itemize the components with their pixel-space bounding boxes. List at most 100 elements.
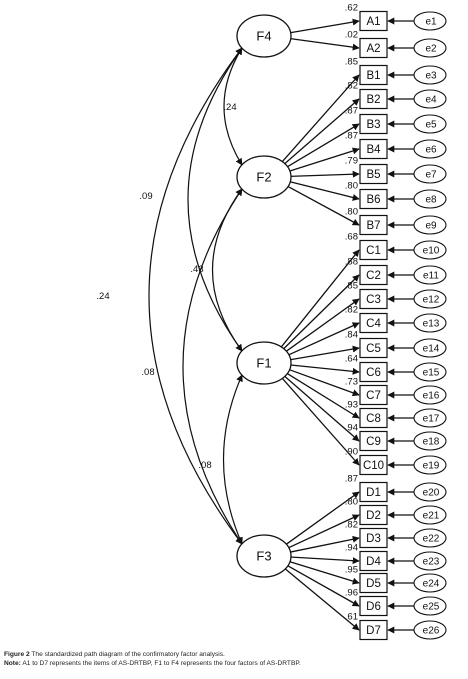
caption-note-line: Note: A1 to D7 represents the items of A… [4,660,464,669]
error-ellipse-e18 [413,431,447,451]
loading-arrow-c7 [288,368,360,397]
error-label-e22: e22 [423,534,440,545]
loading-arrow-a2 [289,37,360,51]
loading-arrow-b1 [281,74,360,163]
item-label-d6: D6 [366,601,381,613]
factor-ellipse-f3 [236,534,292,578]
item-box-c4 [359,312,388,334]
error-label-e17: e17 [423,414,440,425]
item-label-b2: B2 [366,94,380,106]
correlation-arc-f4-f2 [223,47,243,166]
item-label-c2: C2 [366,270,381,282]
factor-ellipse-f4 [236,14,292,58]
error-label-e19: e19 [423,461,440,472]
loading-value-c1: .68 [345,232,358,243]
error-ellipse-e2 [413,38,447,58]
error-ellipse-e5 [413,114,447,134]
error-ellipse-e24 [413,573,447,593]
observed-items: A1A2B1B2B3B4B5B6B7C1C2C3C4C5C6C7C8C9C10D… [359,10,388,641]
factor-label-f3: F3 [256,549,271,564]
error-ellipse-e7 [413,164,447,184]
error-ellipse-e9 [413,215,447,235]
item-label-b5: B5 [366,169,380,181]
correlation-arcs: .24.43.08.09.08.24 [96,47,243,545]
error-label-e24: e24 [423,579,440,590]
error-ellipse-e11 [413,265,447,285]
loading-arrow-b4 [288,147,360,173]
loading-value-d1: .87 [345,474,358,485]
correlation-arc-f4-f1 [187,47,243,352]
error-ellipse-e22 [413,528,447,548]
error-ellipse-e1 [413,11,447,31]
error-ellipse-e8 [413,189,447,209]
error-label-e9: e9 [425,221,437,232]
error-ellipse-e17 [413,408,447,428]
correlation-value-f2-f3: .08 [141,367,154,378]
item-box-a2 [359,37,388,59]
loading-arrow-c9 [283,375,360,442]
item-box-b1 [359,64,388,86]
error-label-e12: e12 [423,295,440,306]
item-label-b4: B4 [366,144,381,156]
item-box-d2 [359,504,388,526]
item-box-c8 [359,407,388,429]
error-label-e14: e14 [423,344,440,355]
loading-value-d7: .61 [345,612,358,623]
factor-loadings: .62.02.85.82.87.87.79.80.80.68.88.85.82.… [280,3,360,631]
item-label-c4: C4 [366,318,381,330]
correlation-arc-f4-f3 [148,47,243,545]
loading-arrow-d2 [287,514,360,549]
loading-value-b3: .87 [345,106,358,117]
loading-value-a1: .62 [345,3,358,14]
item-label-c6: C6 [366,367,381,379]
item-box-b4 [359,138,388,160]
error-label-e8: e8 [425,195,437,206]
item-label-c8: C8 [366,413,381,425]
error-terms: e1e2e3e4e5e6e7e8e9e10e11e12e13e14e15e16e… [387,11,447,640]
loading-arrow-b7 [286,185,360,226]
item-box-c7 [359,384,388,406]
loading-value-b2: .82 [345,81,358,92]
item-label-c1: C1 [366,245,381,257]
loading-value-c9: .94 [345,423,358,434]
correlation-value-f4-f1: .09 [139,191,152,202]
item-box-c9 [359,430,388,452]
item-box-b3 [359,113,388,135]
item-box-b6 [359,188,388,210]
loading-arrow-c1 [280,249,360,349]
note-text: A1 to D7 represents the items of AS-DRTB… [22,659,301,667]
item-label-d7: D7 [366,625,381,637]
loading-arrow-c6 [289,364,360,375]
loading-value-c10: .90 [345,447,358,458]
error-ellipse-e21 [413,505,447,525]
loading-value-a2: .02 [345,30,358,41]
item-label-d4: D4 [366,556,381,568]
factor-label-f2: F2 [256,170,271,185]
loading-arrow-c5 [289,345,360,361]
item-box-d1 [359,481,388,503]
error-label-e20: e20 [423,488,440,499]
loading-arrow-d1 [284,491,360,546]
error-ellipse-e4 [413,89,447,109]
loading-arrow-b3 [286,123,360,168]
figure-caption: Figure 2 The standardized path diagram o… [4,651,464,668]
loading-arrow-d6 [286,564,360,607]
loading-value-b6: .80 [345,181,358,192]
factor-ellipse-f2 [236,155,292,199]
loading-value-c8: .93 [345,400,358,411]
error-label-e26: e26 [423,626,440,637]
loading-value-b5: .79 [345,156,358,167]
loading-value-c6: .64 [345,354,358,365]
item-label-c10: C10 [363,460,384,472]
error-ellipse-e6 [413,139,447,159]
loading-value-d6: .96 [345,588,358,599]
error-ellipse-e13 [413,313,447,333]
correlation-value-f4-f2: .24 [223,102,236,113]
item-label-b7: B7 [366,220,380,232]
figure-text: The standardized path diagram of the con… [31,651,225,658]
loading-arrow-d3 [289,535,360,553]
loading-arrow-c3 [284,298,360,353]
correlation-arc-f2-f3 [182,188,243,545]
item-box-b5 [359,163,388,185]
loading-value-d5: .95 [345,565,358,576]
